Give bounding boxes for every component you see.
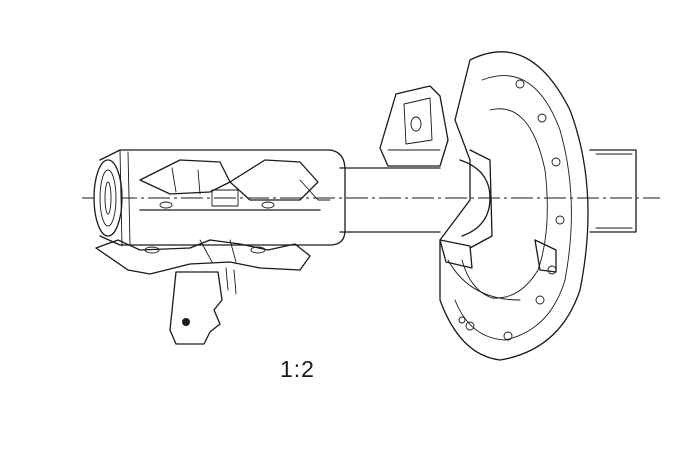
dish-bolts <box>458 79 565 341</box>
scale-label: 1:2 <box>280 356 315 382</box>
rod-mount-bracket <box>379 85 449 167</box>
sensor-bracket <box>169 267 237 345</box>
lower-clamp <box>95 239 311 275</box>
spring-seat-plate <box>439 51 589 361</box>
strut-rod <box>339 149 637 233</box>
spring-end-tab <box>439 239 557 273</box>
housing-end-cap <box>93 159 123 237</box>
bracket-hole <box>182 318 190 326</box>
housing-upper-bracket <box>139 159 331 211</box>
strut-housing <box>93 149 346 247</box>
